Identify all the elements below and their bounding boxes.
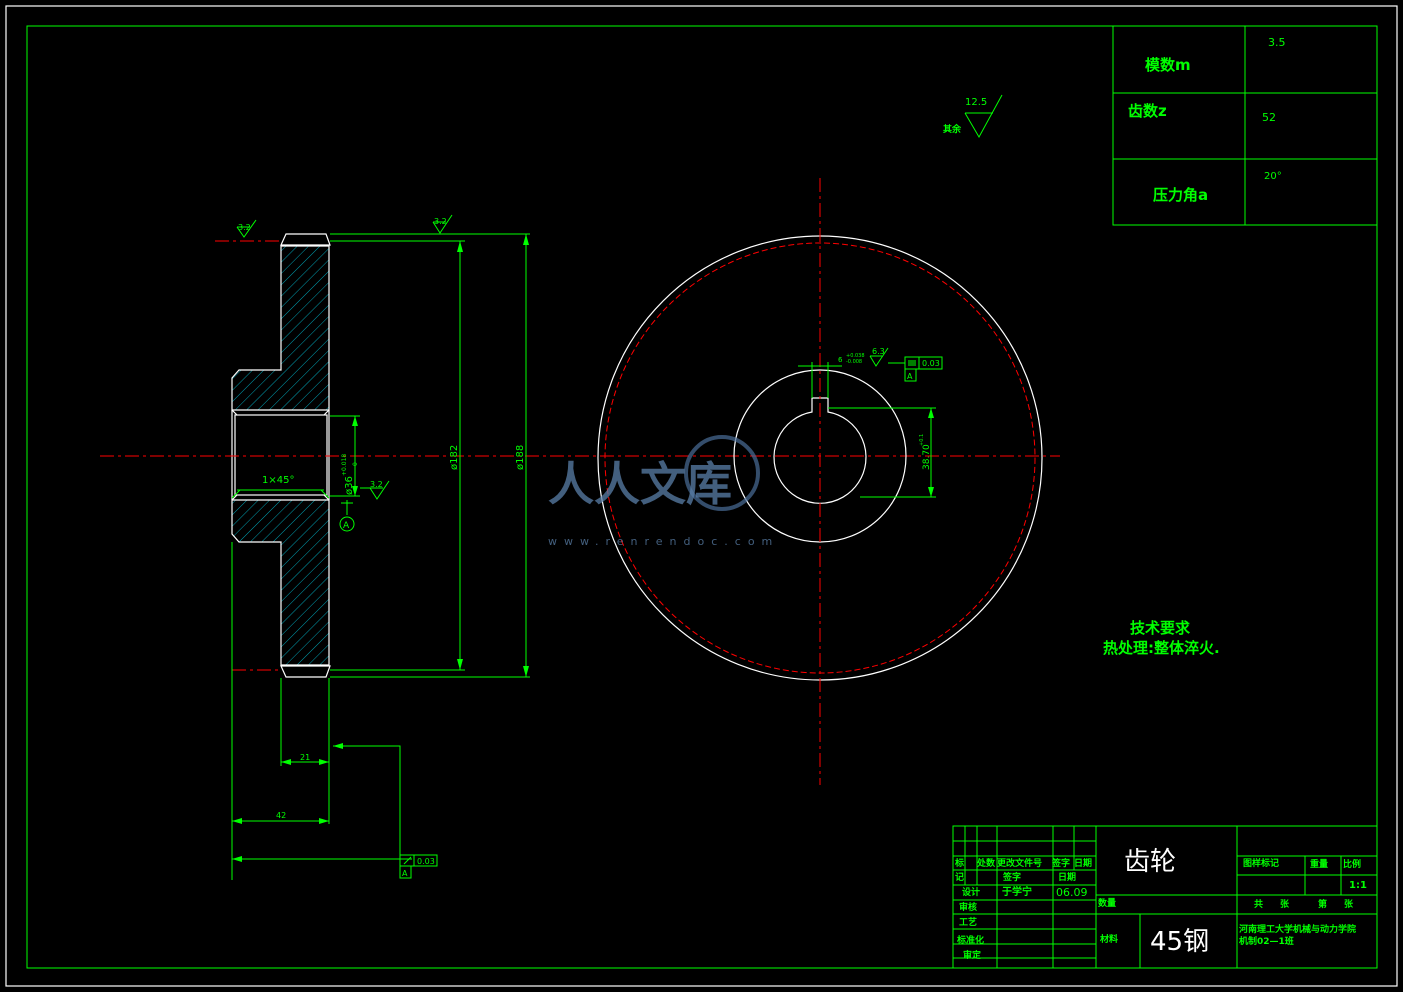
dim-bore: ø36 [344,476,355,495]
svg-text:张: 张 [1280,898,1290,910]
svg-text:签字: 签字 [1051,857,1070,869]
svg-text:第: 第 [1318,898,1327,910]
svg-text:日期: 日期 [1058,871,1076,883]
svg-text:+0.1: +0.1 [919,434,925,446]
part-name: 齿轮 [1124,847,1176,877]
param-value-teeth: 52 [1262,111,1276,124]
roughness-left-face: 3.2 [236,219,257,238]
param-label-module: 模数m [1145,56,1191,74]
svg-text:0: 0 [352,462,359,466]
bore-with-keyway [773,397,867,504]
class-name: 机制02—1班 [1239,935,1294,947]
dim-key-depth: 38.70 [922,444,932,470]
svg-text:-0.008: -0.008 [846,359,862,365]
param-label-teeth: 齿数z [1128,102,1167,120]
section-view: ø182 ø188 ø36 +0.018 0 1×45° 3.2 3.2 3.2 [100,214,1060,880]
tech-title: 技术要求 [1130,619,1191,637]
svg-text:其余: 其余 [943,123,962,135]
svg-text:工艺: 工艺 [959,916,977,928]
design-date: 06.09 [1056,886,1088,899]
svg-text:人人文库: 人人文库 [548,457,732,511]
material: 45钢 [1150,927,1209,957]
front-view: 6 +0.038 -0.008 6.3 0.03 A 38.70 +0.1 [597,178,1043,785]
svg-text:6.3: 6.3 [872,347,885,356]
svg-text:+0.038: +0.038 [846,353,865,359]
svg-text:处数: 处数 [976,857,996,869]
dim-pitch-dia: ø182 [449,445,460,470]
svg-text:审定: 审定 [963,949,982,961]
svg-text:A: A [907,372,913,381]
svg-text:重量: 重量 [1310,858,1328,870]
svg-text:设计: 设计 [962,886,980,898]
svg-text:共: 共 [1254,898,1263,910]
svg-text:图样标记: 图样标记 [1243,857,1279,869]
svg-text:更改文件号: 更改文件号 [997,857,1042,869]
svg-text:材料: 材料 [1099,933,1118,945]
dim-outer-dia: ø188 [515,445,526,470]
svg-text:比例: 比例 [1343,858,1361,870]
outer-frame [5,5,1398,987]
svg-text:标准化: 标准化 [956,934,984,946]
dim-width: 42 [276,811,286,820]
svg-text:3.2: 3.2 [370,480,383,489]
inner-frame [26,25,1378,969]
dim-hub: 21 [300,753,310,762]
roughness-bore: 3.2 [360,480,390,500]
roughness-general-symbol: 12.5 其余 [943,94,1003,139]
svg-text:www.renrendoc.com: www.renrendoc.com [548,535,779,548]
svg-text:3.2: 3.2 [238,223,251,232]
watermark: 人人文库 www.renrendoc.com [548,435,779,548]
svg-text:A: A [402,869,408,878]
svg-text:签字: 签字 [1002,871,1021,883]
svg-text:标: 标 [954,857,964,869]
svg-text:A: A [343,521,350,531]
svg-text:审核: 审核 [959,901,977,913]
datum-a-circle [339,516,355,532]
dim-key-width: 6 [838,356,843,364]
tech-body: 热处理:整体淬火. [1103,639,1220,657]
svg-text:12.5: 12.5 [965,97,987,108]
school-name: 河南理工大学机械与动力学院 [1239,923,1356,935]
svg-text:日期: 日期 [1074,857,1092,869]
title-block: 标 记 处数 更改文件号 签字 日期 签字 日期 设计 于学宁 06.09 审核… [952,825,1378,969]
designer-name: 于学宁 [1002,885,1032,898]
scale-value: 1:1 [1349,880,1367,891]
runout-tol: 0.03 [417,857,435,866]
svg-text:张: 张 [1344,898,1354,910]
symmetry-tol: 0.03 [922,359,940,368]
parameter-table: 模数m 3.5 齿数z 52 压力角a 20° [1112,25,1378,226]
svg-text:数量: 数量 [1098,897,1116,909]
param-label-pressure: 压力角a [1153,186,1208,204]
svg-text:+0.018: +0.018 [341,454,348,476]
param-value-pressure: 20° [1264,171,1282,182]
svg-text:3.2: 3.2 [434,217,447,226]
roughness-top-face: 3.2 [432,214,453,234]
dim-chamfer: 1×45° [262,475,294,486]
svg-text:记: 记 [955,871,964,883]
param-value-module: 3.5 [1268,36,1286,49]
